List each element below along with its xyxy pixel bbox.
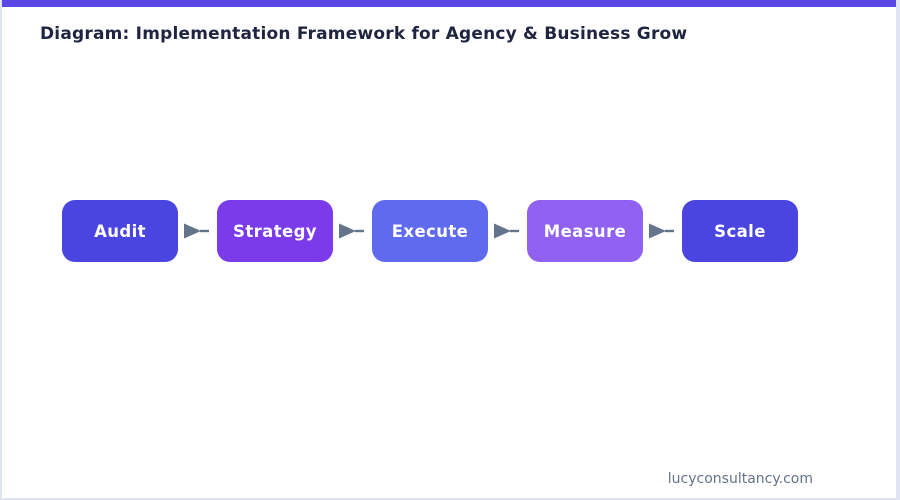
flow-arrow [333,221,372,241]
page-title: Diagram: Implementation Framework for Ag… [40,24,688,44]
flow-step-audit: Audit [62,200,178,262]
top-accent-bar [2,0,896,7]
process-flow: Audit Strategy Execute Measure [62,200,798,262]
right-arrow-icon [183,223,209,239]
right-arrow-icon [648,223,674,239]
right-arrow-icon [338,223,364,239]
right-arrow-icon [493,223,519,239]
flow-step-strategy: Strategy [217,200,333,262]
website-credit: lucyconsultancy.com [667,471,813,487]
flow-step-scale: Scale [682,200,798,262]
flow-arrow [488,221,527,241]
flow-arrow [643,221,682,241]
flow-step-measure: Measure [527,200,643,262]
flow-arrow [178,221,217,241]
flow-step-execute: Execute [372,200,488,262]
